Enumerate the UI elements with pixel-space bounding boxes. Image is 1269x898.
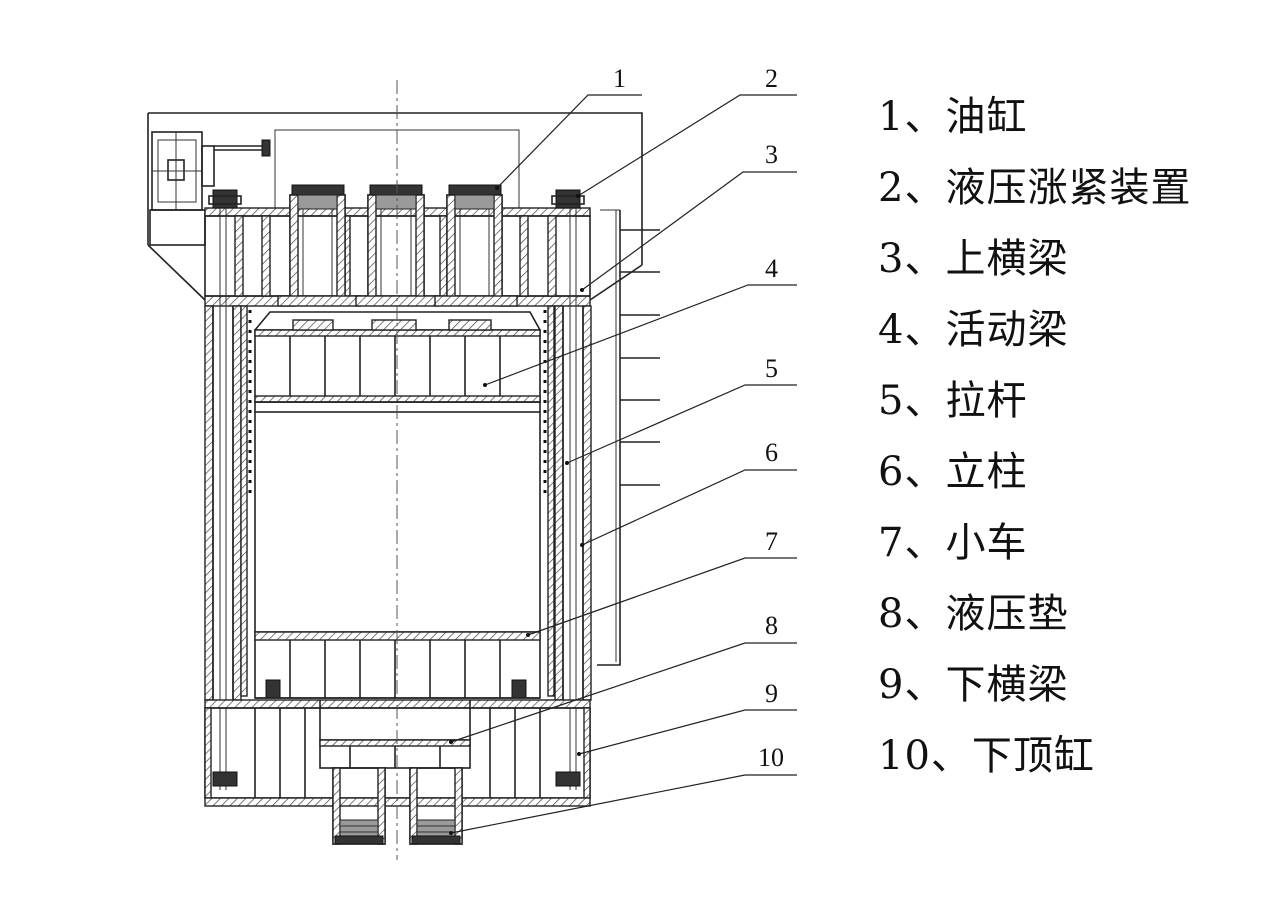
legend-item-hydraulic-tensioner: 2、液压涨紧装置: [878, 165, 1192, 211]
legend-item-carriage: 7、小车: [878, 520, 1028, 566]
legend-item-column: 6、立柱: [878, 449, 1028, 495]
parts-legend: 1、油缸 2、液压涨紧装置 3、上横梁 4、活动梁 5、拉杆 6、立柱 7、小车…: [878, 82, 1191, 792]
lower-ejector-cylinder-right: [409, 767, 463, 845]
callout-10: 10: [758, 743, 784, 772]
callout-9: 9: [765, 679, 778, 708]
left-column: [204, 208, 242, 790]
callout-4: 4: [765, 254, 778, 283]
callout-1: 1: [613, 64, 626, 93]
top-cylinder-left: [277, 184, 361, 307]
legend-item-lower-crossbeam: 9、下横梁: [878, 662, 1069, 708]
hydraulic-tensioner-right: [551, 189, 585, 209]
top-guard-housing: [147, 112, 643, 301]
legend-item-moving-beam: 4、活动梁: [878, 307, 1069, 353]
lower-ejector-cylinder-left: [332, 767, 386, 845]
hydraulic-tensioner-left: [208, 189, 242, 209]
legend-item-hydraulic-cushion: 8、液压垫: [878, 591, 1069, 637]
legend-item-lower-ejector-cylinder: 10、下顶缸: [878, 733, 1095, 779]
callout-2: 2: [765, 64, 778, 93]
callout-3: 3: [765, 140, 778, 169]
legend-item-tie-rod: 5、拉杆: [878, 378, 1028, 424]
working-space: [254, 412, 541, 632]
callout-5: 5: [765, 354, 778, 383]
motor-unit: [149, 131, 271, 246]
leader-lines: [449, 94, 797, 835]
legend-item-upper-crossbeam: 3、上横梁: [878, 236, 1069, 282]
callout-8: 8: [765, 611, 778, 640]
callout-numbers: 1 2 3 4 5 6 7 8 9 10: [613, 64, 784, 772]
legend-item-oil-cylinder: 1、油缸: [878, 94, 1028, 140]
hydraulic-cushion: [319, 739, 471, 769]
callout-7: 7: [765, 527, 778, 556]
guide-rails: [240, 305, 555, 697]
right-side-panel: [597, 209, 660, 666]
top-cylinder-right: [434, 184, 518, 307]
callout-6: 6: [765, 438, 778, 467]
